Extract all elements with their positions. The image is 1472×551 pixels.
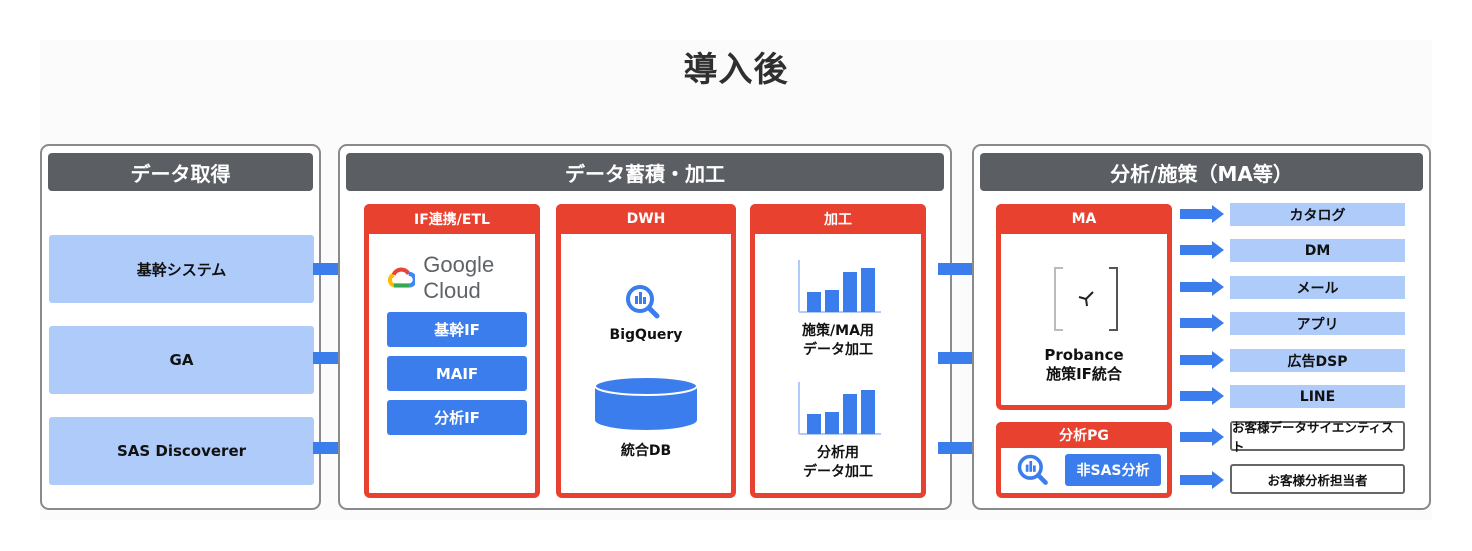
processing-item-ma-line1: 施策/MA用 (802, 323, 874, 339)
etl-item-core-if: 基幹IF (387, 312, 527, 347)
processing-item-analysis-line2: データ加工 (803, 464, 873, 480)
arrow-right-icon (1180, 278, 1224, 296)
analysis-pg-header: 分析PG (996, 422, 1172, 448)
processing-item-analysis: 分析用 データ加工 (755, 444, 921, 482)
destination-line: LINE (1230, 385, 1405, 408)
dwh-box: DWH BigQuery 統合DB (556, 204, 736, 498)
processing-box: 加工 施策/MA用 データ加工 分析用 データ加工 (750, 204, 926, 498)
destination-app: アプリ (1230, 312, 1405, 335)
etl-item-ma-if: MAIF (387, 356, 527, 391)
bar-chart-icon (798, 260, 881, 313)
dwh-header: DWH (556, 204, 736, 234)
etl-box: IF連携/ETL Google Cloud 基幹IF MAIF 分析IF (364, 204, 540, 498)
bigquery-icon (626, 285, 660, 319)
source-box-core-system: 基幹システム (49, 235, 314, 303)
arrow-right-icon (1180, 387, 1224, 405)
processing-item-ma-line2: データ加工 (803, 342, 873, 358)
processing-item-ma: 施策/MA用 データ加工 (755, 322, 921, 360)
arrow-right-icon (1180, 205, 1224, 223)
probance-logo-icon (1054, 267, 1118, 331)
arrow-right-icon (1180, 314, 1224, 332)
panel-header: データ蓄積・加工 (346, 153, 944, 191)
bigquery-icon (1017, 454, 1048, 485)
google-cloud-text: Google Cloud (423, 252, 495, 303)
integrated-db-label: 統合DB (620, 443, 672, 459)
etl-item-analysis-if: 分析IF (387, 400, 527, 435)
google-cloud-logo: Google Cloud (387, 252, 535, 304)
panel-data-storage-processing: データ蓄積・加工 IF連携/ETL Google Cloud 基幹IF MAIF… (338, 144, 952, 510)
google-cloud-icon (387, 267, 416, 288)
source-box-sas-discoverer: SAS Discoverer (49, 417, 314, 485)
arrow-right-icon (1180, 241, 1224, 259)
person-analyst: お客様分析担当者 (1230, 464, 1405, 494)
destination-dm: DM (1230, 239, 1405, 262)
analysis-pg-box: 分析PG 非SAS分析 (996, 422, 1172, 498)
etl-header: IF連携/ETL (364, 204, 540, 234)
panel-header: データ取得 (48, 153, 313, 191)
non-sas-analysis-button: 非SAS分析 (1065, 454, 1161, 486)
destination-catalog: カタログ (1230, 203, 1405, 226)
probance-subtitle: 施策IF統合 (1046, 365, 1122, 383)
panel-data-acquisition: データ取得 基幹システム GA SAS Discoverer (40, 144, 321, 510)
ma-box: MA Probance 施策IF統合 (996, 204, 1172, 410)
bigquery-label: BigQuery (609, 327, 683, 343)
destination-email: メール (1230, 276, 1405, 299)
database-icon (594, 376, 698, 430)
arrow-right-icon (1180, 351, 1224, 369)
destination-ad-dsp: 広告DSP (1230, 349, 1405, 372)
panel-header: 分析/施策（MA等） (980, 153, 1423, 191)
bar-chart-icon (798, 382, 881, 435)
arrow-right-icon (1180, 428, 1224, 446)
ma-header: MA (996, 204, 1172, 234)
person-data-scientist: お客様データサイエンティスト (1230, 420, 1405, 454)
arrow-right-icon (1180, 471, 1224, 489)
processing-item-analysis-line1: 分析用 (817, 445, 859, 461)
probance-label: Probance 施策IF統合 (1001, 346, 1167, 384)
probance-name: Probance (1044, 346, 1124, 364)
source-box-ga: GA (49, 326, 314, 394)
processing-header: 加工 (750, 204, 926, 234)
diagram-title: 導入後 (683, 50, 789, 90)
